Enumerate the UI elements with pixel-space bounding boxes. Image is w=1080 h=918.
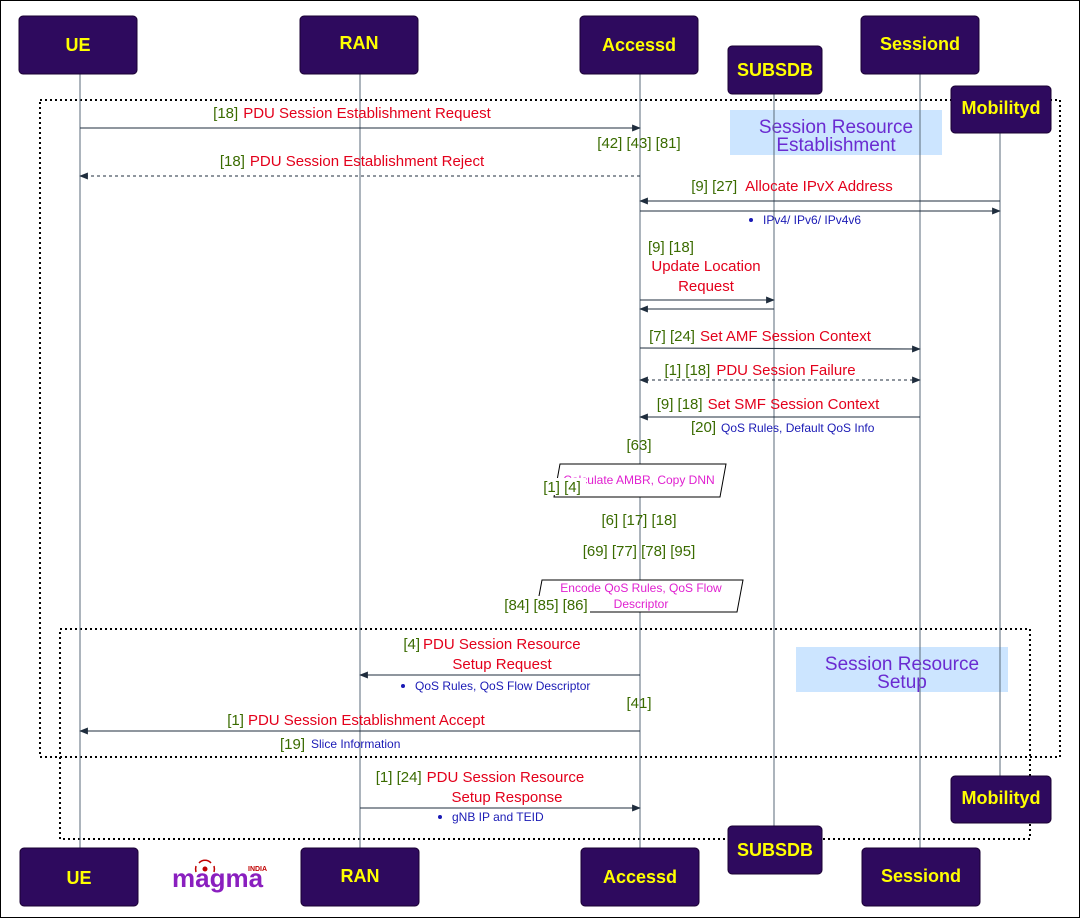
msg-establishment-request-text: [18] PDU Session Establishment Request xyxy=(213,105,491,122)
msg-allocate-ip-label: Allocate IPvX Address xyxy=(745,178,893,195)
actor-ran-label: RAN xyxy=(340,33,379,53)
msg-establishment-accept-ref: [1] xyxy=(227,712,244,729)
msg-update-location-line1: Update Location xyxy=(651,258,760,275)
process-calculate-ambr: Calculate AMBR, Copy DNN [1] [4] xyxy=(538,463,727,498)
setup-group-border xyxy=(59,628,1031,840)
actor-subsdb-label: SUBSDB xyxy=(737,840,813,860)
msg-set-amf-text: [7] [24] Set AMF Session Context xyxy=(649,328,872,345)
process-encode-qos-line2: Descriptor xyxy=(614,597,669,611)
msg-establishment-accept-ref2: [19] xyxy=(280,736,305,753)
msg-setup-response-line1: PDU Session Resource xyxy=(427,769,585,786)
msg-setup-request-text: [4]PDU Session Resource xyxy=(403,636,580,653)
actor-subsdb-bottom: SUBSDB xyxy=(727,825,823,875)
ref-41: [41] xyxy=(626,695,651,712)
msg-establishment-accept-note: Slice Information xyxy=(311,737,400,751)
process-encode-qos-refs: [84] [85] [86] xyxy=(504,597,587,614)
msg-establishment-accept-text: [1]PDU Session Establishment Accept xyxy=(227,712,485,729)
bullet xyxy=(401,684,405,688)
msg-allocate-ip-note: IPv4/ IPv6/ IPv4v6 xyxy=(763,213,861,227)
msg-set-smf-ref2: [20] xyxy=(691,419,716,436)
msg-session-failure-label: PDU Session Failure xyxy=(716,362,855,379)
antenna-icon xyxy=(194,859,216,873)
msg-setup-request-line2: Setup Request xyxy=(452,656,552,673)
actor-sessiond-label: Sessiond xyxy=(880,34,960,54)
actor-accessd-label: Accessd xyxy=(603,867,677,887)
magma-logo: magma INDIA xyxy=(172,859,267,893)
msg-establishment-reject-text: [18] PDU Session Establishment Reject xyxy=(220,153,485,170)
msg-setup-response-text: [1] [24] PDU Session Resource xyxy=(376,769,584,786)
process-calculate-ambr-label: Calculate AMBR, Copy DNN xyxy=(563,473,714,487)
actor-mobilityd-top: Mobilityd xyxy=(950,85,1052,134)
actor-ue-bottom: UE xyxy=(19,847,139,907)
phase-setup-line2: Setup xyxy=(877,672,927,693)
msg-set-smf-note: QoS Rules, Default QoS Info xyxy=(721,421,875,435)
actor-ue-label: UE xyxy=(66,868,91,888)
actor-subsdb-label: SUBSDB xyxy=(737,60,813,80)
refs-42-43-81: [42] [43] [81] xyxy=(597,135,680,152)
ref-63: [63] xyxy=(626,437,651,454)
msg-setup-response-note: gNB IP and TEID xyxy=(452,810,544,824)
phase-setup: Session Resource Setup xyxy=(796,647,1008,693)
actor-mobilityd-bottom: Mobilityd xyxy=(950,775,1052,824)
msg-setup-request-ref: [4] xyxy=(403,636,420,653)
magma-logo-text: magma xyxy=(172,863,264,893)
actor-mobilityd-label: Mobilityd xyxy=(962,98,1041,118)
msg-establishment-request-label: PDU Session Establishment Request xyxy=(243,105,491,122)
actor-sessiond-top: Sessiond xyxy=(860,15,980,75)
magma-logo-tag: INDIA xyxy=(248,866,267,873)
actor-ue-label: UE xyxy=(65,35,90,55)
actor-sessiond-label: Sessiond xyxy=(881,866,961,886)
actor-ran-top: RAN xyxy=(299,15,419,75)
msg-establishment-reject-label: PDU Session Establishment Reject xyxy=(250,153,485,170)
actor-accessd-top: Accessd xyxy=(579,15,699,75)
actor-accessd-bottom: Accessd xyxy=(580,847,700,907)
process-calculate-ambr-refs: [1] [4] xyxy=(543,479,581,496)
phase-establishment-line1: Session Resource xyxy=(759,117,913,138)
actor-sessiond-bottom: Sessiond xyxy=(861,847,981,907)
refs-69-77-78-95: [69] [77] [78] [95] xyxy=(583,543,696,560)
actor-ran-label: RAN xyxy=(341,866,380,886)
msg-set-amf-label: Set AMF Session Context xyxy=(700,328,872,345)
msg-set-smf-label: Set SMF Session Context xyxy=(708,396,881,413)
msg-allocate-ip-text: [9] [27] Allocate IPvX Address xyxy=(691,178,892,195)
bullet xyxy=(438,815,442,819)
msg-allocate-ip-ref: [9] [27] xyxy=(691,178,737,195)
bullet xyxy=(749,218,753,222)
msg-establishment-request-ref: [18] xyxy=(213,105,238,122)
msg-set-smf-text: [9] [18] Set SMF Session Context xyxy=(657,396,880,413)
actor-mobilityd-label: Mobilityd xyxy=(962,788,1041,808)
msg-setup-request-line1: PDU Session Resource xyxy=(423,636,581,653)
phase-setup-line1: Session Resource xyxy=(825,654,979,675)
msg-update-location-ref: [9] [18] xyxy=(648,239,694,256)
msg-establishment-reject-ref: [18] xyxy=(220,153,245,170)
msg-setup-response-line2: Setup Response xyxy=(452,789,563,806)
msg-session-failure-ref: [1] [18] xyxy=(664,362,710,379)
msg-set-amf-ref: [7] [24] xyxy=(649,328,695,345)
actor-subsdb-top: SUBSDB xyxy=(727,45,823,95)
msg-set-amf-arrow xyxy=(639,345,921,353)
phase-establishment-line2: Establishment xyxy=(776,135,896,156)
phase-establishment: Session Resource Establishment xyxy=(730,110,942,156)
actor-ran-bottom: RAN xyxy=(300,847,420,907)
msg-session-failure-text: [1] [18] PDU Session Failure xyxy=(664,362,855,379)
refs-6-17-18: [6] [17] [18] xyxy=(601,512,676,529)
actor-ue-top: UE xyxy=(18,15,138,75)
msg-set-smf-ref: [9] [18] xyxy=(657,396,703,413)
msg-setup-request-note: QoS Rules, QoS Flow Descriptor xyxy=(415,679,590,693)
establishment-group-border xyxy=(39,99,1061,758)
process-encode-qos: Encode QoS Rules, QoS Flow Descriptor [8… xyxy=(498,579,744,614)
msg-update-location-line2: Request xyxy=(678,278,735,295)
process-encode-qos-line1: Encode QoS Rules, QoS Flow xyxy=(560,581,722,595)
msg-setup-response-ref: [1] [24] xyxy=(376,769,422,786)
actor-accessd-label: Accessd xyxy=(602,35,676,55)
msg-establishment-accept-label: PDU Session Establishment Accept xyxy=(248,712,486,729)
